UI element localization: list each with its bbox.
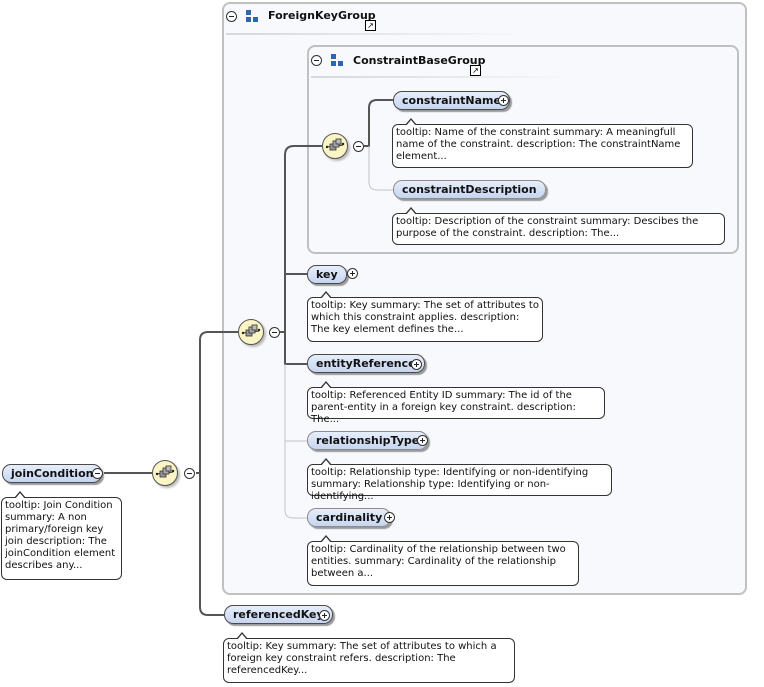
- group-icon: [246, 10, 259, 23]
- connector-to-entityreference: [284, 332, 307, 365]
- element-key[interactable]: key: [307, 265, 347, 284]
- connector-sequence-foreignkeygroup: [196, 331, 238, 474]
- sequence-collapse-toggle[interactable]: [353, 141, 364, 152]
- element-joincondition[interactable]: joinCondition: [2, 464, 103, 483]
- tooltip-key: tooltip: Key summary: The set of attribu…: [307, 291, 543, 342]
- tooltip-constraintname: tooltip: Name of the constraint summary:…: [392, 118, 693, 168]
- external-reference-icon[interactable]: ↗: [365, 20, 376, 31]
- tooltip-cardinality: tooltip: Cardinality of the relationship…: [307, 535, 579, 586]
- sequence-collapse-toggle[interactable]: [269, 327, 280, 338]
- entityreference-expand-toggle[interactable]: [411, 359, 422, 370]
- sequence-compositor[interactable]: [322, 133, 348, 159]
- tooltip-entityreference: tooltip: Referenced Entity ID summary: T…: [307, 381, 605, 425]
- connector-to-constraint-sequence: [280, 145, 322, 333]
- cardinality-expand-toggle[interactable]: [384, 512, 395, 523]
- external-reference-icon[interactable]: ↗: [470, 65, 481, 76]
- element-cardinality[interactable]: cardinality: [307, 508, 392, 527]
- connector-sequence-referencedkey: [199, 473, 224, 616]
- connector-to-constraintname: [364, 99, 393, 147]
- tooltip-constraintdescription: tooltip: Description of the constraint s…: [392, 207, 725, 245]
- connector-to-relationshiptype: [284, 364, 307, 442]
- element-referencedkey[interactable]: referencedKey: [224, 605, 333, 624]
- connector-to-key: [284, 273, 307, 332]
- foreign-key-group-collapse-toggle[interactable]: [226, 11, 237, 22]
- sequence-collapse-toggle[interactable]: [184, 468, 195, 479]
- sequence-compositor[interactable]: [238, 319, 264, 345]
- key-expand-toggle[interactable]: [347, 268, 358, 279]
- constraint-base-group-title: ConstraintBaseGroup: [353, 54, 486, 67]
- divider: [226, 33, 526, 35]
- tooltip-relationshiptype: tooltip: Relationship type: Identifying …: [307, 458, 612, 502]
- element-entityreference[interactable]: entityReference: [307, 354, 425, 373]
- sequence-icon: [241, 324, 261, 337]
- constraint-base-group-collapse-toggle[interactable]: [311, 55, 322, 66]
- referencedkey-expand-toggle[interactable]: [319, 610, 330, 621]
- group-icon: [331, 54, 344, 67]
- connector-to-constraintdescription: [368, 146, 393, 191]
- element-constraintdescription[interactable]: constraintDescription: [393, 180, 546, 199]
- connector-to-cardinality: [284, 441, 307, 519]
- tooltip-referencedkey: tooltip: Key summary: The set of attribu…: [223, 632, 515, 683]
- sequence-compositor[interactable]: [152, 460, 178, 486]
- joincondition-collapse-toggle[interactable]: [92, 468, 103, 479]
- foreign-key-group-title: ForeignKeyGroup: [268, 9, 376, 22]
- relationshiptype-expand-toggle[interactable]: [417, 435, 428, 446]
- constraintname-expand-toggle[interactable]: [498, 95, 509, 106]
- tooltip-joincondition: tooltip: Join Condition summary: A non p…: [1, 491, 122, 580]
- element-constraintname[interactable]: constraintName: [393, 91, 510, 110]
- sequence-icon: [325, 138, 345, 151]
- divider: [311, 76, 571, 78]
- sequence-icon: [155, 465, 175, 478]
- element-relationshiptype[interactable]: relationshipType: [307, 431, 429, 450]
